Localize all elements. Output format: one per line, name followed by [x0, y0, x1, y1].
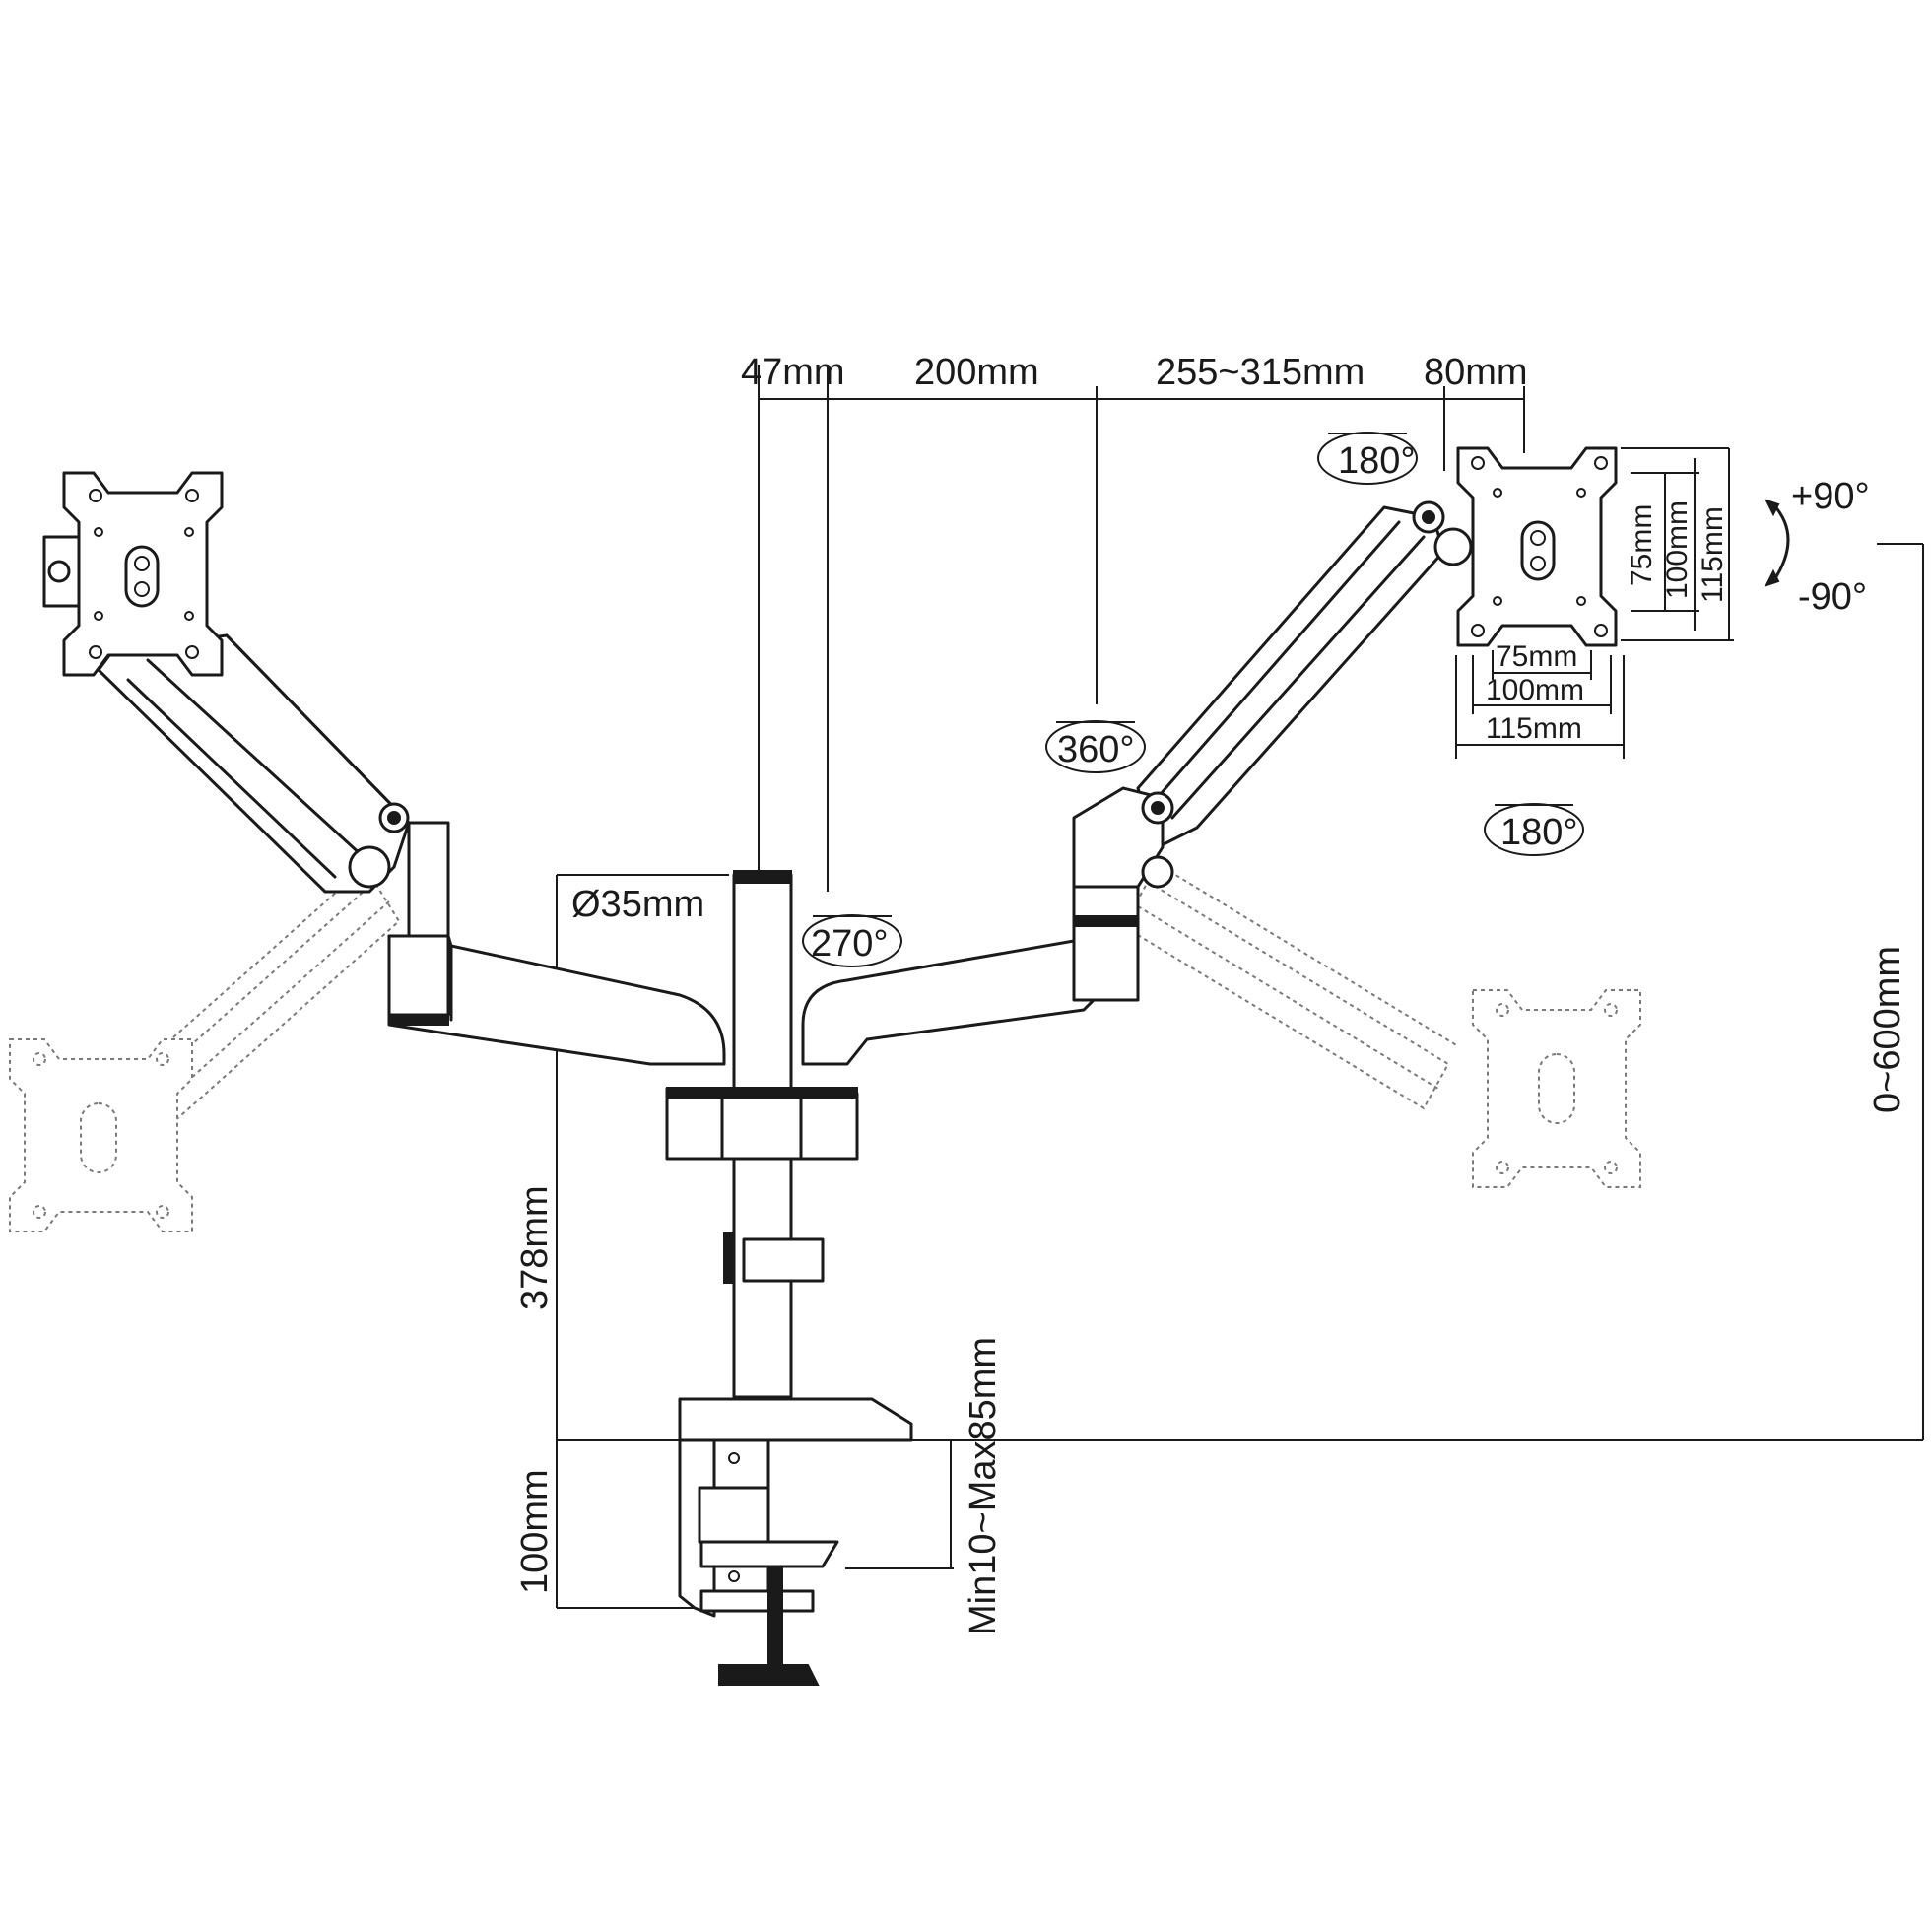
- vesa-h-large-label: 115mm: [1697, 506, 1729, 603]
- vesa-h-mid-label: 100mm: [1661, 500, 1694, 599]
- arm-hub: [665, 1087, 859, 1161]
- rotation-360-oval: [1045, 720, 1146, 773]
- left-vesa-plate: [42, 471, 224, 677]
- pole-offset-label: 47mm: [741, 352, 845, 393]
- vesa-w-small-label: 75mm: [1496, 640, 1577, 673]
- rotation-180-bottom-oval: [1484, 803, 1584, 856]
- top-dimension-line: [758, 365, 1525, 892]
- tilt-down-label: -90°: [1798, 576, 1867, 618]
- desk-thickness-label: Min10~Max85mm: [963, 1337, 1004, 1635]
- tilt-arrow-icon: [1765, 499, 1790, 587]
- left-upper-arm: [97, 633, 450, 938]
- arm-outer-label: 255~315mm: [1156, 352, 1365, 393]
- right-upper-arm: [1072, 500, 1473, 889]
- rotation-180-top-label: 180°: [1338, 440, 1416, 482]
- pole-height-label: 378mm: [514, 1185, 556, 1310]
- desk-clamp: [678, 1397, 913, 1686]
- ghost-left-vesa-plate: [9, 1038, 193, 1232]
- height-range-label: 0~600mm: [1867, 946, 1908, 1113]
- rotation-180-top-oval: [1317, 432, 1418, 485]
- ghost-right-arm: [1121, 866, 1459, 1110]
- ghost-right-vesa-plate: [1472, 989, 1641, 1188]
- left-lower-arm: [387, 934, 726, 1066]
- rotation-360-label: 360°: [1057, 729, 1135, 770]
- vesa-dimension-lines: [1455, 447, 1734, 759]
- tilt-up-label: +90°: [1791, 476, 1870, 517]
- arm-inner-label: 200mm: [914, 352, 1039, 393]
- clamp-height-label: 100mm: [514, 1469, 556, 1594]
- rotation-270-oval: [802, 914, 902, 967]
- vesa-w-mid-label: 100mm: [1486, 674, 1584, 706]
- tilt-joint-label: 80mm: [1424, 352, 1528, 393]
- rotation-180-bottom-label: 180°: [1500, 812, 1578, 853]
- pole-clip: [723, 1232, 825, 1284]
- vesa-h-small-label: 75mm: [1626, 504, 1658, 586]
- rotation-270-label: 270°: [811, 923, 889, 965]
- vesa-w-large-label: 115mm: [1486, 712, 1582, 745]
- right-vesa-plate: [1456, 446, 1618, 647]
- pole-diameter-label: Ø35mm: [571, 884, 704, 925]
